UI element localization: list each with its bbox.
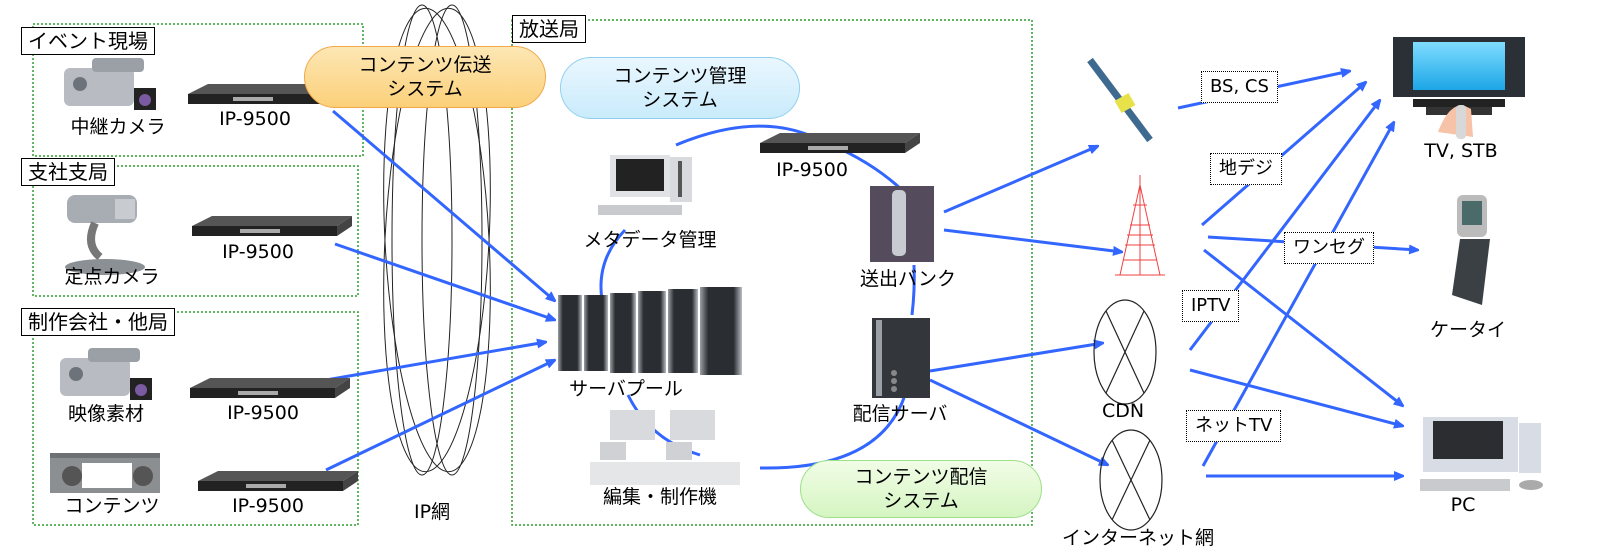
fixed-camera-icon (65, 195, 145, 275)
arrow-contents-to-pool (325, 358, 555, 472)
label-send-bank: 送出バンク (860, 268, 956, 290)
pill-transmission-system: コンテンツ伝送 システム (304, 46, 546, 108)
pill-distribution-line1: コンテンツ配信 (854, 466, 988, 488)
arrow-material-to-pool (325, 342, 546, 382)
satellite-icon (1087, 57, 1153, 143)
tv-icon (1393, 37, 1525, 139)
curve-editing-delivery (759, 394, 907, 470)
label-internet: インターネット網 (1061, 527, 1215, 549)
label-server-pool: サーバプール (569, 378, 683, 400)
label-delivery-server: 配信サーバ (852, 403, 948, 425)
server-pool-icon (558, 287, 742, 375)
arrow-tower-pc (1203, 248, 1403, 406)
arrow-delivery-cdn (929, 343, 1103, 373)
label-metadata: メタデータ管理 (583, 229, 717, 251)
channel-net-tv: ネットTV (1186, 410, 1282, 442)
ip9500-unit-contents (198, 471, 358, 491)
group-title-production: 制作会社・他局 (21, 308, 175, 336)
group-border-production (32, 311, 359, 526)
label-ip9500-contents: IP-9500 (232, 495, 304, 517)
arrow-branch-to-pool (334, 242, 555, 320)
label-video-material: 映像素材 (67, 403, 145, 425)
group-title-event-site: イベント現場 (21, 27, 155, 55)
pill-distribution-line2: システム (883, 490, 959, 512)
arrow-internet-tv (1201, 122, 1394, 467)
ip9500-unit-station (760, 133, 920, 153)
label-ip-network: IP網 (413, 501, 451, 523)
material-camera-icon (60, 348, 152, 400)
pill-management-line1: コンテンツ管理 (613, 65, 747, 87)
label-cdn: CDN (1101, 400, 1145, 422)
curve-metadata-pool (599, 228, 627, 301)
group-border-branch (32, 165, 359, 297)
broadcast-tower-icon (1115, 175, 1165, 276)
pill-transmission-line2: システム (387, 78, 463, 100)
label-relay-camera: 中継カメラ (70, 116, 166, 138)
group-border-broadcaster (511, 19, 1033, 526)
arrow-event-to-pool (332, 109, 555, 301)
pill-management-system: コンテンツ管理 システム (560, 57, 800, 119)
arrow-cdn-pc (1189, 368, 1403, 426)
arrow-sendbank-tower (943, 228, 1122, 252)
curve-sendbank-delivery (910, 264, 916, 316)
label-contents: コンテンツ (64, 495, 160, 517)
group-title-branch: 支社支局 (21, 158, 115, 186)
delivery-server-icon (872, 318, 930, 398)
editing-console-icon (590, 410, 740, 485)
arrow-tower-tv (1201, 82, 1366, 227)
ip9500-unit-material (190, 378, 350, 398)
label-ip9500-branch: IP-9500 (222, 241, 294, 263)
label-pc: PC (1450, 494, 1476, 516)
mobile-phone-icon (1452, 195, 1490, 305)
ip9500-unit-branch (192, 216, 352, 236)
group-title-broadcaster: 放送局 (512, 15, 586, 43)
label-editing: 編集・制作機 (602, 486, 718, 508)
label-fixed-camera: 定点カメラ (64, 266, 160, 288)
cdn-icon (1093, 299, 1157, 405)
channel-terrestrial: 地デジ (1210, 153, 1282, 185)
label-ip9500-station: IP-9500 (776, 159, 848, 181)
label-ip9500-event: IP-9500 (219, 108, 291, 130)
channel-iptv: IPTV (1182, 290, 1240, 322)
relay-camera-icon (64, 58, 156, 110)
pill-distribution-system: コンテンツ配信 システム (800, 460, 1042, 518)
channel-bs-cs: BS, CS (1201, 71, 1278, 103)
metadata-pc-icon (598, 155, 692, 215)
pill-transmission-line1: コンテンツ伝送 (358, 54, 492, 76)
send-bank-icon (870, 186, 934, 262)
pill-management-line2: システム (642, 89, 718, 111)
videotape-icon (50, 453, 160, 493)
label-ip9500-material: IP-9500 (227, 402, 299, 424)
arrow-delivery-internet (929, 378, 1108, 467)
channel-oneseg: ワンセグ (1284, 232, 1374, 264)
pc-icon (1420, 417, 1543, 491)
internet-icon (1099, 429, 1163, 531)
arrow-sendbank-satellite (943, 144, 1098, 214)
label-tv-stb: TV, STB (1424, 140, 1498, 162)
label-mobile: ケータイ (1429, 319, 1507, 341)
